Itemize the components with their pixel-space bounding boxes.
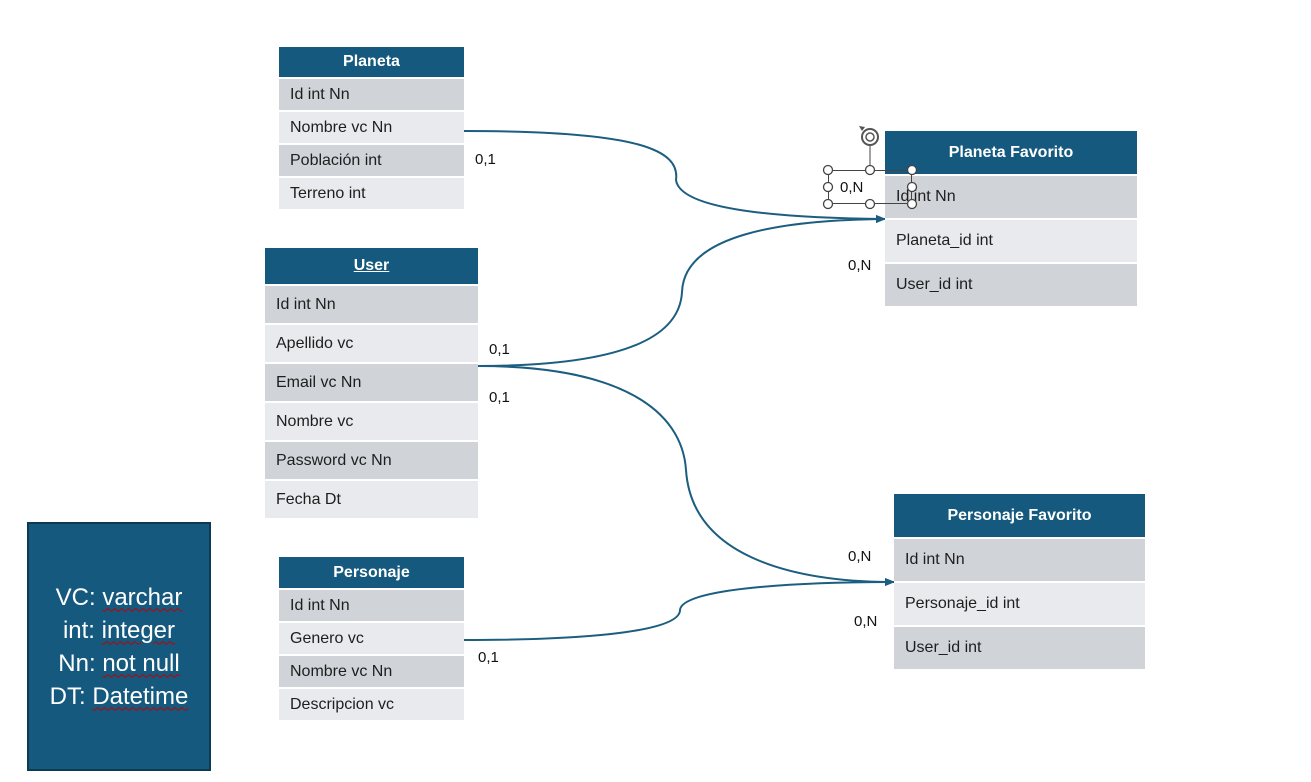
user-field-fecha: Fecha Dt <box>265 481 478 520</box>
personaje-title: Personaje <box>279 557 464 590</box>
planeta-favorito-title: Planeta Favorito <box>885 131 1137 176</box>
planeta-to-planeta-favorito-link <box>463 130 886 223</box>
user-field-password: Password vc Nn <box>265 442 478 481</box>
legend-card: VC: varchar int: integer Nn: not null DT… <box>27 522 211 771</box>
personaje-favorito-field-user-id: User_id int <box>894 627 1145 671</box>
cardinality-personaje: 0,1 <box>478 649 499 666</box>
cardinality-user-1: 0,1 <box>489 341 510 358</box>
personaje-favorito-field-personaje-id: Personaje_id int <box>894 583 1145 627</box>
user-field-apellido: Apellido vc <box>265 325 478 364</box>
user-title: User <box>265 248 478 286</box>
personaje-entity[interactable]: Personaje Id int Nn Genero vc Nombre vc … <box>279 557 464 722</box>
personaje-favorito-field-id: Id int Nn <box>894 539 1145 583</box>
personaje-field-id: Id int Nn <box>279 590 464 623</box>
user-field-id: Id int Nn <box>265 286 478 325</box>
legend-line-dt: DT: Datetime <box>49 682 189 710</box>
cardinality-user-planeta-favorito: 0,N <box>848 257 872 274</box>
planeta-field-terreno: Terreno int <box>279 178 464 211</box>
planeta-title: Planeta <box>279 47 464 79</box>
legend-line-int: int: integer <box>62 616 176 644</box>
user-to-personaje-favorito-link <box>477 365 895 586</box>
personaje-favorito-entity[interactable]: Personaje Favorito Id int Nn Personaje_i… <box>894 494 1145 671</box>
cardinality-user-2: 0,1 <box>489 389 510 406</box>
user-field-email: Email vc Nn <box>265 364 478 403</box>
legend-line-nn: Nn: not null <box>58 649 180 677</box>
planeta-field-nombre: Nombre vc Nn <box>279 112 464 145</box>
personaje-favorito-title: Personaje Favorito <box>894 494 1145 539</box>
cardinality-user-personaje-favorito: 0,N <box>848 548 872 565</box>
planeta-favorito-field-id: Id int Nn <box>885 176 1137 220</box>
planeta-field-poblacion: Población int <box>279 145 464 178</box>
user-field-nombre: Nombre vc <box>265 403 478 442</box>
user-entity[interactable]: User Id int Nn Apellido vc Email vc Nn N… <box>265 248 478 520</box>
planeta-entity[interactable]: Planeta Id int Nn Nombre vc Nn Población… <box>279 47 464 211</box>
personaje-to-personaje-favorito-link <box>463 578 895 641</box>
legend-line-vc: VC: varchar <box>55 583 183 611</box>
personaje-field-genero: Genero vc <box>279 623 464 656</box>
cardinality-planeta: 0,1 <box>475 151 496 168</box>
personaje-field-descripcion: Descripcion vc <box>279 689 464 722</box>
planeta-favorito-field-planeta-id: Planeta_id int <box>885 220 1137 264</box>
planeta-field-id: Id int Nn <box>279 79 464 112</box>
cardinality-personaje-personaje-favorito: 0,N <box>854 613 878 630</box>
planeta-favorito-entity[interactable]: Planeta Favorito Id int Nn Planeta_id in… <box>885 131 1137 308</box>
user-to-planeta-favorito-link <box>477 215 886 367</box>
rotate-handle-icon[interactable] <box>859 126 879 146</box>
planeta-favorito-field-user-id: User_id int <box>885 264 1137 308</box>
cardinality-planeta-planeta-favorito: 0,N <box>840 179 864 196</box>
personaje-field-nombre: Nombre vc Nn <box>279 656 464 689</box>
